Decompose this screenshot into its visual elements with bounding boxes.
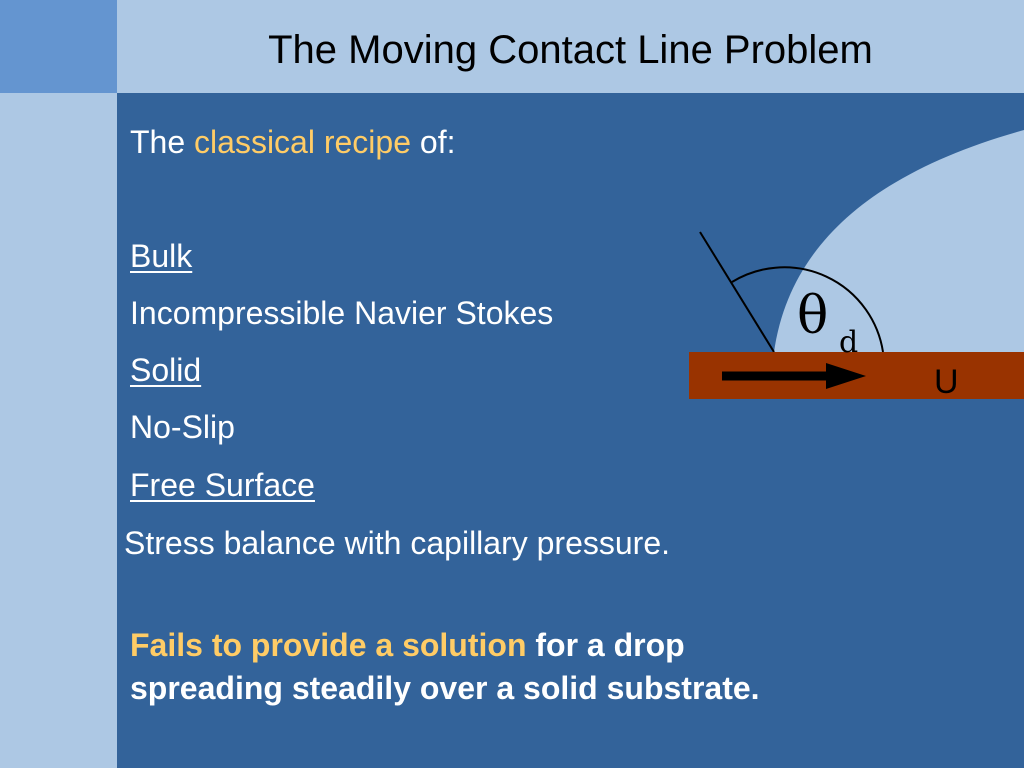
heading-free-surface: Free Surface	[130, 467, 315, 503]
text-solid: No-Slip	[130, 409, 235, 445]
corner-block	[0, 0, 117, 93]
heading-bulk: Bulk	[130, 238, 193, 274]
intro-suffix: of:	[411, 124, 456, 160]
slide-title: The Moving Contact Line Problem	[268, 28, 873, 72]
conclusion-line-2: spreading steadily over a solid substrat…	[130, 670, 760, 706]
angle-arc	[731, 266, 884, 353]
intro-highlight: classical recipe	[194, 124, 411, 160]
drop-shape	[774, 130, 1024, 352]
intro-line: The classical recipe of:	[130, 123, 455, 161]
heading-solid: Solid	[130, 352, 202, 388]
angle-symbol: θ	[797, 286, 828, 346]
angle-subscript: d	[839, 325, 858, 360]
left-bar	[0, 93, 117, 768]
conclusion-rest: for a drop	[526, 627, 685, 663]
conclusion-highlight: Fails to provide a solution	[130, 627, 527, 663]
title-bar	[117, 0, 1024, 93]
intro-prefix: The	[130, 124, 195, 160]
tangent-line	[699, 231, 775, 353]
velocity-arrow-head	[826, 363, 866, 389]
velocity-label: U	[934, 363, 959, 401]
text-bulk: Incompressible Navier Stokes	[130, 295, 554, 331]
conclusion-line-1: Fails to provide a solution for a drop	[130, 626, 685, 664]
text-free-surface: Stress balance with capillary pressure.	[124, 525, 671, 561]
